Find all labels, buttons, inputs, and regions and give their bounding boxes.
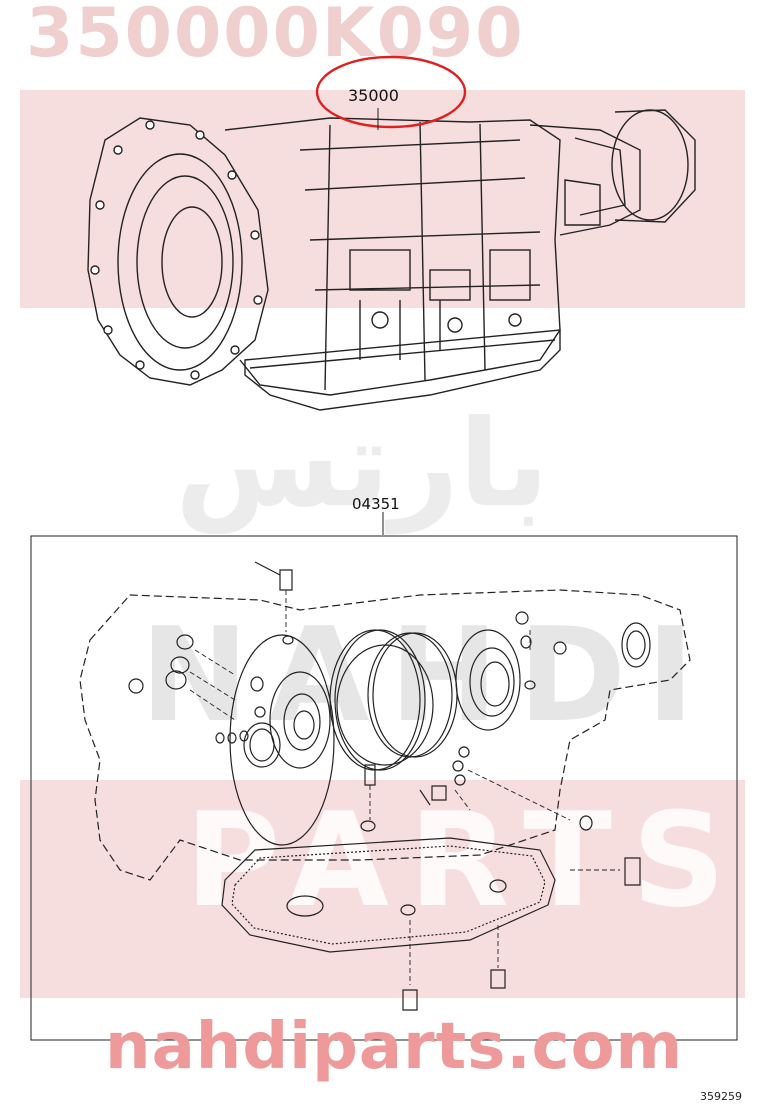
- kit-frame: [30, 535, 738, 1041]
- reference-code: 359259: [700, 1090, 742, 1103]
- callout-04351: 04351: [352, 495, 400, 513]
- watermark-band-bottom: [20, 780, 745, 998]
- watermark-site-url: nahdiparts.com: [105, 1010, 684, 1084]
- gasket-kit: [79, 561, 691, 1011]
- transmission-assembly: [87, 109, 696, 411]
- highlight-circle: [315, 55, 467, 129]
- watermark-part-number: 350000K090: [26, 0, 525, 73]
- callout-35000: 35000: [348, 86, 399, 105]
- watermark-brand-arabic: بارتس: [175, 395, 549, 534]
